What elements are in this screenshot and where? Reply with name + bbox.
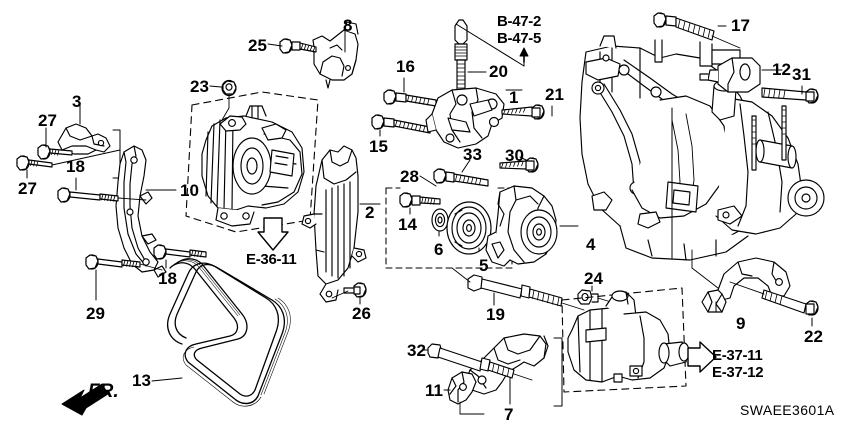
callout-14: 14 [398, 215, 417, 234]
part-22-stay-mounting-bolt [729, 281, 819, 316]
part-15-flange-bolt-long [371, 114, 431, 134]
callout-21: 21 [545, 85, 564, 104]
reference-arrow-b47-up [519, 47, 529, 63]
part-18-bracket-bolt-second [153, 244, 207, 260]
starter-dashed-outline [561, 287, 687, 393]
reference-b47-line-1: B-47-2 [497, 13, 542, 30]
callout-3: 3 [72, 92, 82, 111]
callout-18-second: 18 [158, 269, 177, 288]
part-27-stay-bolt-lower [16, 155, 53, 171]
callout-33: 33 [463, 145, 482, 164]
callout-28: 28 [400, 167, 419, 186]
callout-7: 7 [504, 405, 514, 424]
part-27-stay-bolt-upper [37, 144, 73, 160]
callout-25: 25 [248, 36, 267, 55]
part-29-bracket-bolt-lower [85, 254, 163, 271]
part-30-flange-bolt-short [499, 157, 539, 173]
reference-b47: B-47-2 B-47-5 [497, 13, 542, 48]
callout-15: 15 [369, 137, 388, 156]
alternator-dashed-outline [185, 91, 319, 233]
part-2-alternator-cover-bracket [301, 145, 367, 303]
callout-17: 17 [731, 16, 750, 35]
callout-24: 24 [584, 269, 603, 288]
front-direction-label: FR. [88, 381, 119, 402]
callout-18: 18 [66, 157, 85, 176]
part-19-long-stud-bolt [467, 274, 585, 311]
part-starter-motor-assembly [567, 290, 690, 383]
callout-5: 5 [479, 256, 489, 275]
callout-9: 9 [736, 314, 746, 333]
callout-27-lower: 27 [18, 179, 37, 198]
part-6-pulley-collar-washer [431, 208, 449, 232]
callout-4: 4 [586, 235, 596, 254]
callout-11: 11 [425, 381, 443, 400]
part-12-transmission-mount-block [699, 57, 761, 93]
reference-e36: E-36-11 [246, 251, 297, 269]
callout-16: 16 [396, 57, 415, 76]
callout-12: 12 [772, 60, 791, 79]
callout-22: 22 [804, 327, 823, 346]
callout-1: 1 [509, 88, 519, 107]
part-33-flange-bolt-long-2 [433, 168, 489, 187]
reference-e37-line-2: E-37-12 [712, 363, 764, 381]
reference-arrow-e37-right [687, 341, 717, 373]
reference-e37-line-1: E-37-11 [712, 347, 763, 364]
callout-19: 19 [486, 305, 505, 324]
callout-31: 31 [792, 65, 811, 84]
document-id-label: SWAEE3601A [740, 402, 835, 418]
callout-26: 26 [352, 304, 371, 323]
callout-27-upper: 27 [38, 111, 57, 130]
callout-29: 29 [86, 304, 105, 323]
callout-32: 32 [407, 341, 426, 360]
part-18-bracket-bolt-upper [57, 187, 147, 203]
callout-13: 13 [132, 371, 151, 390]
part-9-rear-mounting-stay [701, 257, 791, 313]
part-31-mount-block-bolt [761, 87, 819, 104]
reference-e37: E-37-11 E-37-12 [712, 347, 764, 382]
part-21-flange-bolt-medium [501, 104, 545, 120]
part-1-engine-side-mounting-bracket [425, 87, 505, 149]
part-4-auto-tensioner-assembly [485, 185, 558, 267]
part-32-stay-plate-bolt [427, 343, 533, 381]
callout-2: 2 [365, 203, 375, 222]
part-23-alternator-terminal-nut [221, 79, 237, 97]
callout-23: 23 [190, 77, 209, 96]
reference-b47-line-2: B-47-5 [497, 29, 542, 47]
callout-30: 30 [505, 146, 524, 165]
callout-6: 6 [434, 240, 444, 259]
callout-8: 8 [343, 16, 353, 35]
part-25-clamp-bracket-bolt [279, 38, 317, 54]
part-26-cover-bolt [343, 282, 367, 298]
part-3-upper-stay-bracket [57, 123, 111, 155]
front-direction-arrow [61, 383, 109, 416]
part-16-flange-bolt [383, 89, 437, 107]
part-11-small-stay-plate [447, 371, 477, 405]
reference-arrow-e36-down [257, 217, 289, 251]
part-17-mounting-through-bolt [653, 12, 741, 49]
callout-20: 20 [489, 62, 508, 81]
part-8-harness-clamp-bracket [312, 21, 359, 89]
part-20-stud-pin [454, 19, 468, 95]
part-14-tensioner-flange-bolt [399, 192, 441, 208]
callout-10: 10 [180, 181, 199, 200]
part-5-idler-pulley [446, 201, 492, 255]
part-13-serpentine-belt [167, 258, 291, 407]
part-alternator-assembly [201, 105, 305, 227]
reference-e36-line-1: E-36-11 [246, 251, 297, 268]
